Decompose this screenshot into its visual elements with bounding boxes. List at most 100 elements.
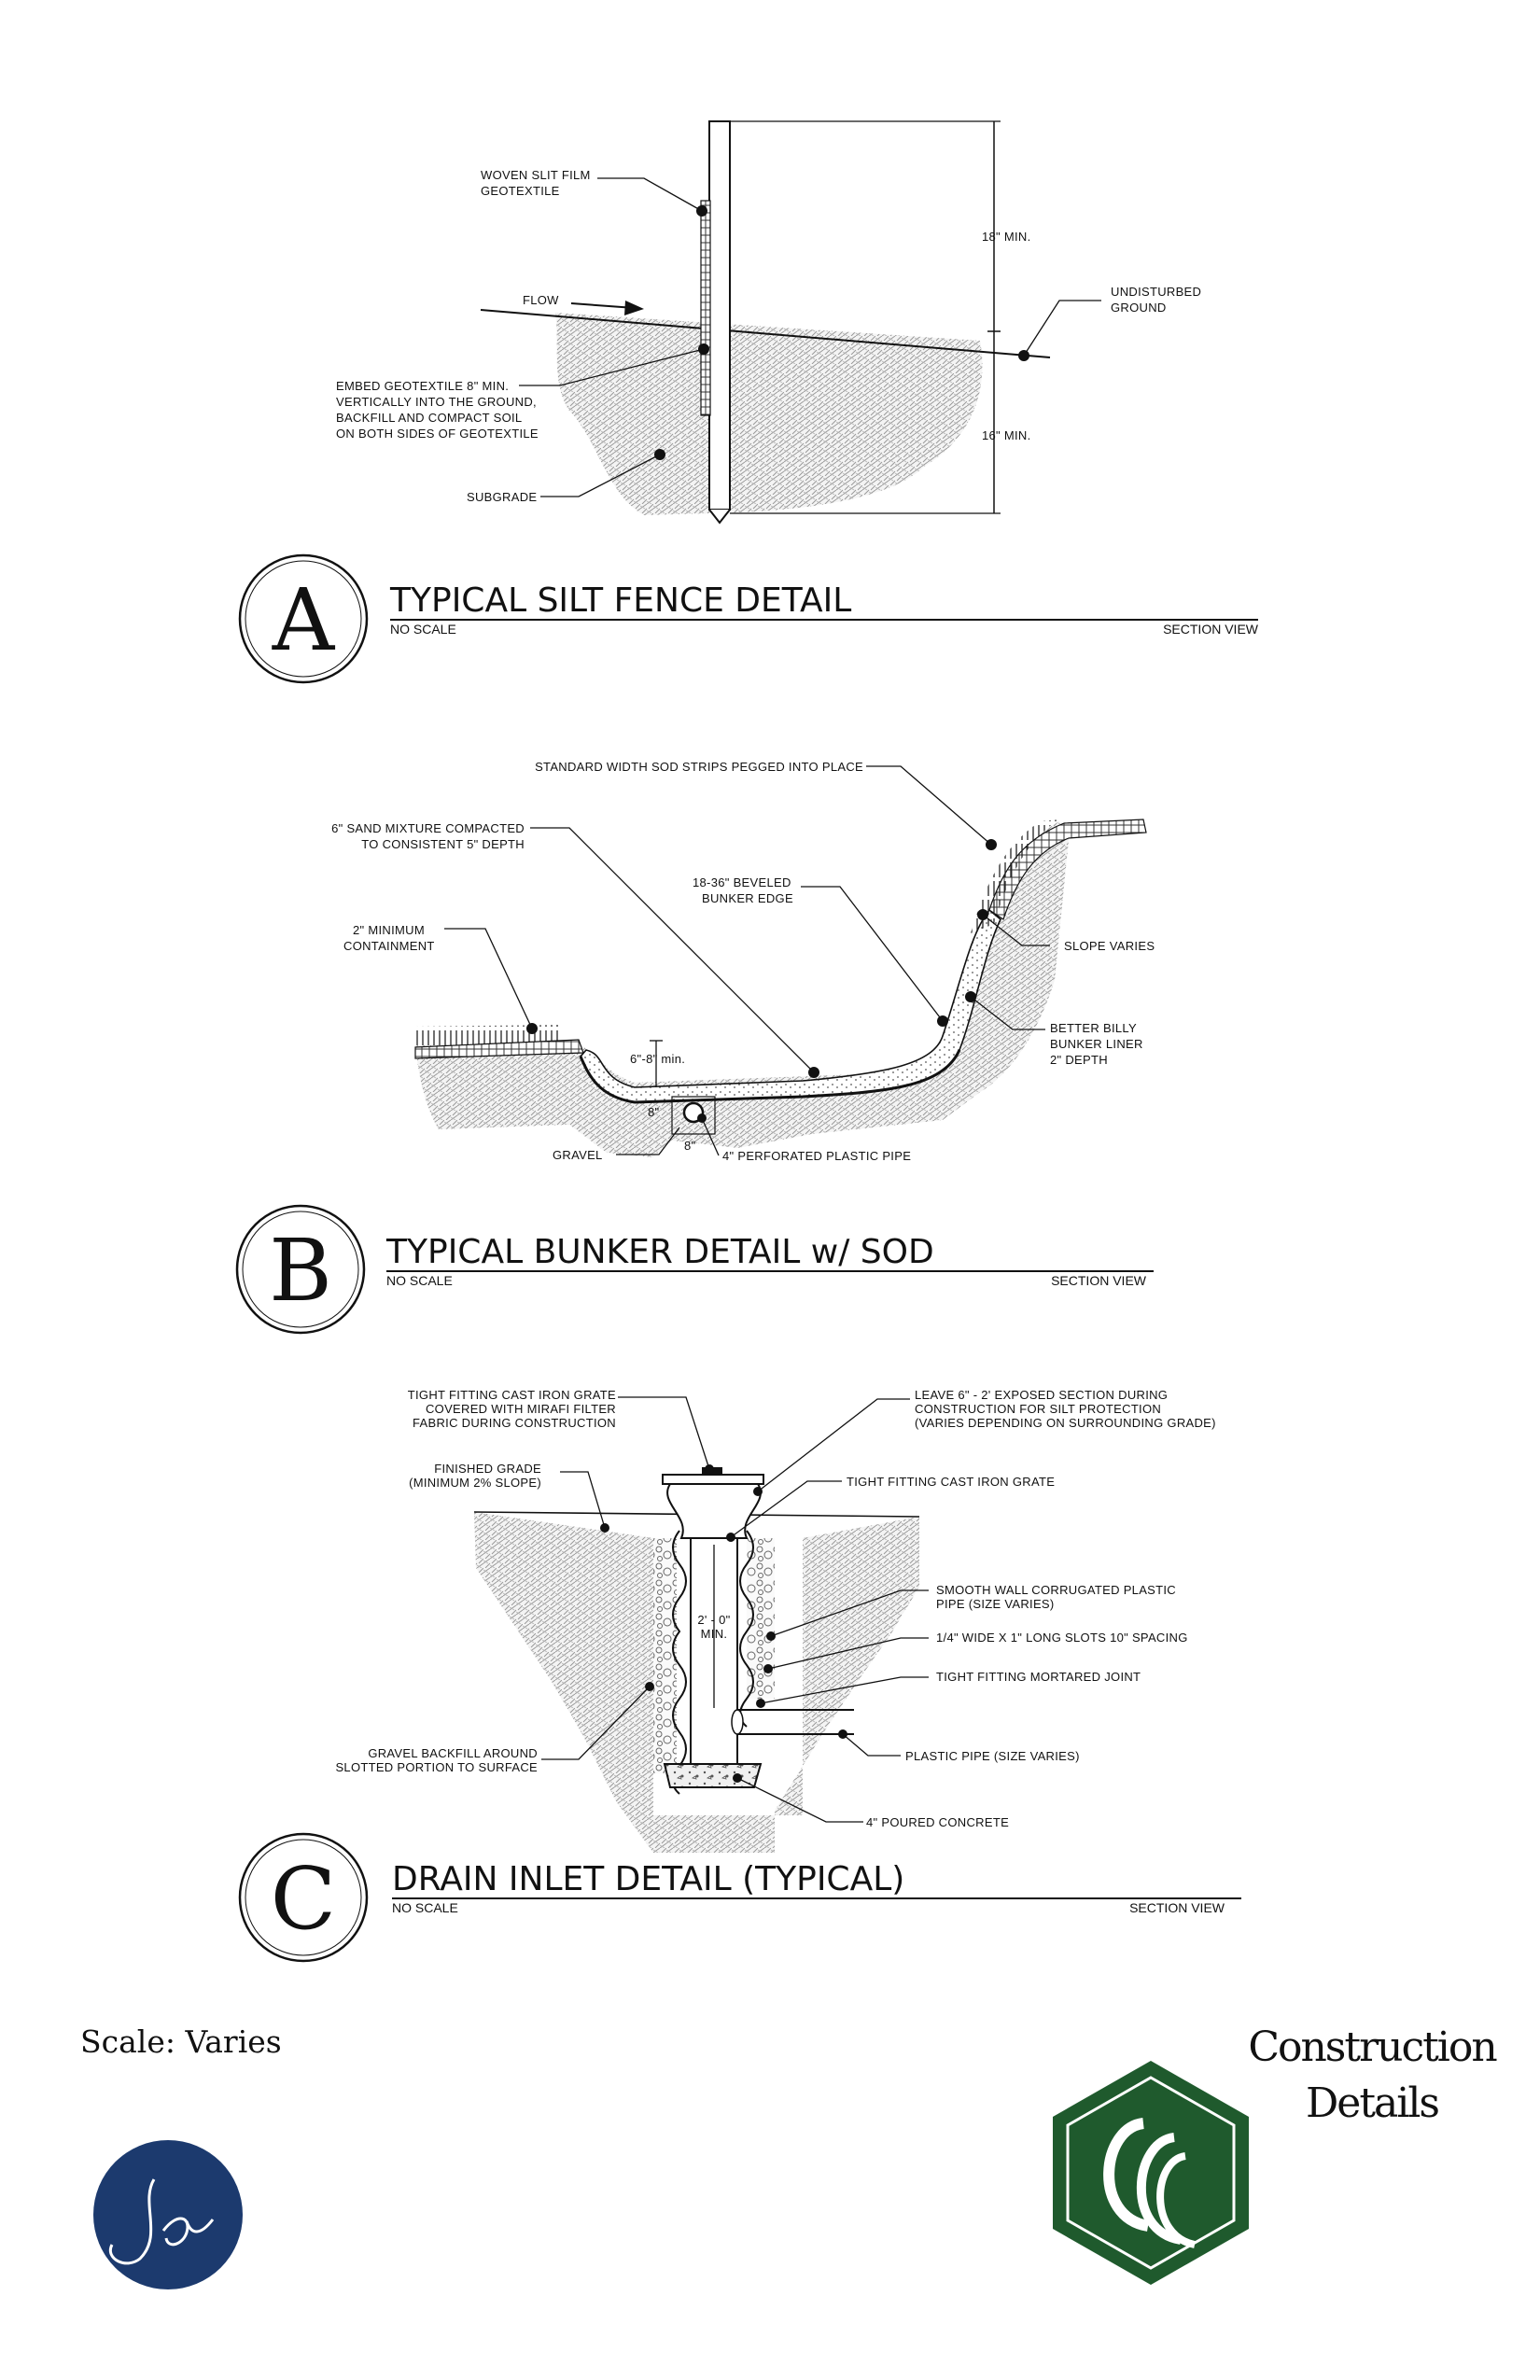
inlet-riser <box>666 1483 762 1539</box>
grate-leader <box>730 1480 842 1538</box>
gravel-leader-c <box>541 1686 651 1760</box>
gravel-backfill-right <box>747 1538 775 1699</box>
slope-label: SLOPE VARIES <box>1064 939 1155 953</box>
scale-varies-label: Scale: Varies <box>80 2023 282 2060</box>
brand-title-line1: Construction <box>1248 2023 1497 2071</box>
subgrade-dot <box>654 449 665 460</box>
plastic-dot <box>838 1729 847 1739</box>
geotextile-dot <box>696 205 707 217</box>
detail-c-scale: NO SCALE <box>392 1900 458 1915</box>
beveled-leader <box>801 886 944 1022</box>
detail-a-letter: A <box>272 570 336 670</box>
gravel-backfill-left <box>653 1538 677 1773</box>
finished-label: FINISHED GRADE(MINIMUM 2% SLOPE) <box>409 1462 541 1490</box>
inlet-dim-label: 2' - 0"MIN. <box>697 1613 730 1641</box>
detail-b-scale: NO SCALE <box>386 1273 453 1288</box>
ccc-logo-text: CCC <box>1151 2174 1154 2176</box>
liner-leader <box>970 996 1045 1030</box>
detail-a-title: TYPICAL SILT FENCE DETAIL <box>389 581 851 620</box>
detail-c-title: DRAIN INLET DETAIL (TYPICAL) <box>392 1860 904 1898</box>
detail-c-view: SECTION VIEW <box>1129 1900 1225 1915</box>
slots-label: 1/4" WIDE X 1" LONG SLOTS 10" SPACING <box>936 1631 1188 1645</box>
finished-leader <box>560 1471 606 1529</box>
detail-b-title: TYPICAL BUNKER DETAIL w/ SOD <box>385 1233 934 1271</box>
woven-geotextile <box>700 200 711 416</box>
flow-label: FLOW <box>523 293 559 307</box>
finished-dot <box>600 1523 609 1533</box>
grass-left <box>415 1025 560 1047</box>
outlet-pipe <box>737 1709 854 1735</box>
embed-dot <box>698 343 709 355</box>
slots-leader <box>767 1637 929 1670</box>
min-16-label: 16" MIN. <box>982 428 1031 442</box>
undisturbed-dot <box>1018 350 1029 361</box>
subgrade-label: SUBGRADE <box>467 490 537 504</box>
slots-dot <box>763 1664 773 1673</box>
corrugated-wall-right <box>739 1530 754 1728</box>
min-18-label: 18" MIN. <box>982 230 1031 244</box>
detail-b-view: SECTION VIEW <box>1051 1273 1147 1288</box>
sand-leader <box>530 827 815 1073</box>
pipe-label: 4" PERFORATED PLASTIC PIPE <box>722 1149 911 1163</box>
sod-label: STANDARD WIDTH SOD STRIPS PEGGED INTO PL… <box>535 760 863 774</box>
detail-a-view: SECTION VIEW <box>1163 622 1259 637</box>
detail-a-circle <box>238 553 369 684</box>
sod-dot <box>986 839 997 850</box>
embed-leader <box>519 348 705 386</box>
plastic-leader <box>842 1733 901 1757</box>
dim-a-label: 8" <box>648 1105 660 1119</box>
leave-dot <box>753 1487 763 1496</box>
detail-c-circle <box>238 1832 369 1963</box>
sand-dot <box>808 1067 819 1078</box>
flow-arrow <box>570 302 636 309</box>
sod-leader <box>866 765 992 846</box>
mortared-dot <box>756 1699 765 1708</box>
outlet-pipe-joint <box>731 1709 744 1735</box>
corrugated-wall-left <box>672 1530 687 1795</box>
fence-post <box>708 120 731 511</box>
detail-b-circle <box>235 1204 366 1335</box>
jdr-logo-text: jdr <box>166 2220 169 2222</box>
depth-label: 6"-8" min. <box>630 1052 685 1066</box>
cast-iron-grate <box>662 1474 764 1485</box>
leave-leader <box>757 1398 910 1492</box>
concrete-label: 4" POURED CONCRETE <box>866 1815 1009 1829</box>
pipe-gravel-box <box>671 1096 716 1135</box>
detail-c-circle-inner <box>245 1839 362 1956</box>
jdr-logo: jdr <box>93 2140 243 2289</box>
gravel-label: GRAVEL <box>553 1148 603 1162</box>
grate-cover-dot <box>705 1464 714 1474</box>
gravel-leader <box>616 1127 680 1155</box>
plastic-label: PLASTIC PIPE (SIZE VARIES) <box>905 1749 1080 1763</box>
grass-right <box>971 819 1059 933</box>
grate-label: TIGHT FITTING CAST IRON GRATE <box>847 1475 1055 1489</box>
subgrade-soil <box>555 313 983 515</box>
pipe-dot <box>697 1113 707 1123</box>
pipe-leader <box>701 1117 720 1156</box>
detail-a-scale: NO SCALE <box>390 622 456 637</box>
detail-c-letter: C <box>271 1849 336 1949</box>
detail-a-circle-inner <box>245 560 362 678</box>
geotextile-leader <box>597 177 703 212</box>
concrete-base <box>663 1763 763 1788</box>
containment-leader <box>444 928 533 1029</box>
slope-leader <box>982 914 1050 946</box>
ccc-logo: CCC <box>1053 2061 1249 2285</box>
ground-line <box>480 309 1051 358</box>
detail-c-drain-inlet: 2' - 0"MIN. TIGHT FITTING CAST IRON GRAT… <box>238 1388 1241 1963</box>
beveled-dot <box>937 1015 948 1027</box>
brand-title-line2: Details <box>1306 2079 1440 2127</box>
concrete-dot <box>733 1773 742 1783</box>
bunker-liner <box>579 1049 961 1104</box>
containment-dot <box>526 1023 538 1034</box>
